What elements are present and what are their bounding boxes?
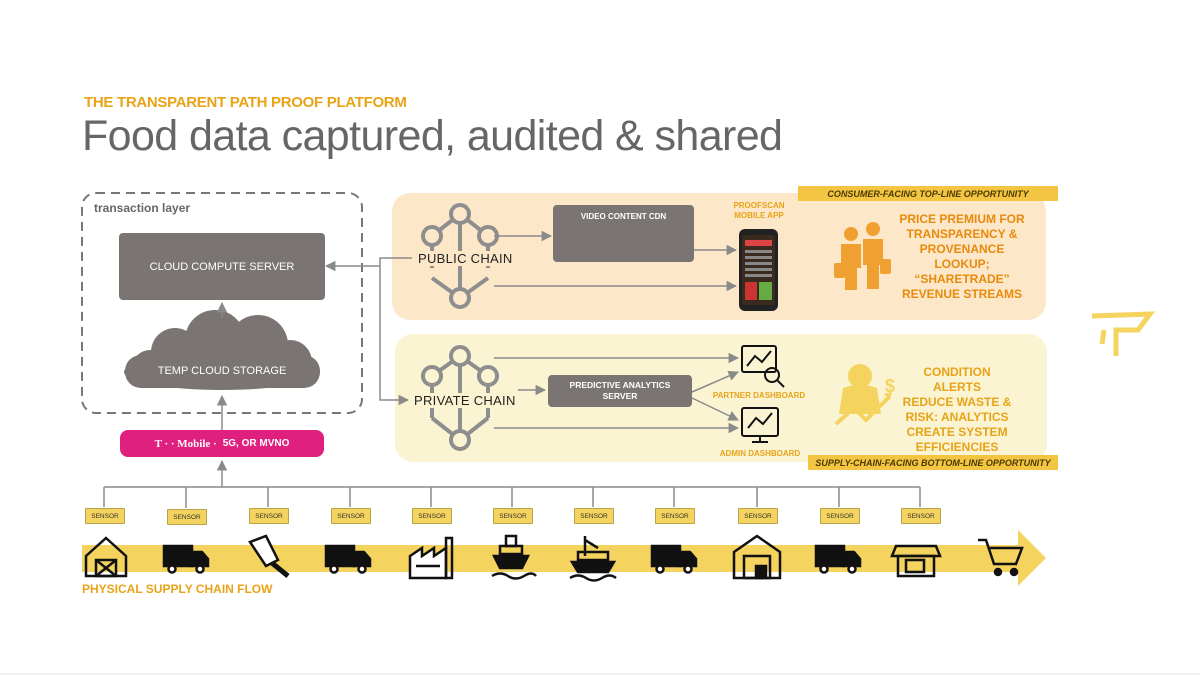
partner-dashboard-icon	[741, 345, 785, 388]
partner-dashboard-label: PARTNER DASHBOARD	[712, 391, 806, 400]
video-content-cdn: VIDEO CONTENT CDN	[553, 205, 694, 262]
farm-barn-icon	[84, 536, 128, 578]
admin-dashboard-label: ADMIN DASHBOARD	[719, 449, 801, 458]
sensor-badge: SENSOR	[820, 508, 860, 524]
cargo-ship-icon	[569, 536, 617, 582]
sensor-badge: SENSOR	[493, 508, 533, 524]
sensor-badge: SENSOR	[412, 508, 452, 524]
temp-cloud-storage-label: TEMP CLOUD STORAGE	[157, 365, 287, 377]
truck-icon	[650, 544, 698, 574]
truck-icon	[324, 544, 372, 574]
sensor-badge: SENSOR	[85, 508, 125, 524]
transparent-path-logo	[1091, 311, 1156, 356]
network-label: 5G, OR MVNO	[222, 438, 290, 449]
svg-text:$: $	[885, 376, 895, 396]
cloud-compute-server: CLOUD COMPUTE SERVER	[119, 233, 325, 300]
sensor-badge: SENSOR	[249, 508, 289, 524]
mobile-phone-icon	[739, 229, 778, 311]
private-chain-label: PRIVATE CHAIN	[412, 393, 518, 408]
sensor-badge: SENSOR	[901, 508, 941, 524]
consumer-benefit-text: PRICE PREMIUM FOR TRANSPARENCY & PROVENA…	[899, 212, 1025, 301]
transaction-layer-label: transaction layer	[94, 201, 191, 215]
proofscan-app-label: PROOFSCAN MOBILE APP	[733, 201, 785, 220]
supply-chain-flow-label: PHYSICAL SUPPLY CHAIN FLOW	[82, 582, 273, 596]
sensor-badge: SENSOR	[738, 508, 778, 524]
supply-opportunity-tag: SUPPLY-CHAIN-FACING BOTTOM-LINE OPPORTUN…	[808, 455, 1058, 470]
ship-icon	[491, 534, 537, 580]
transaction-layer-box	[81, 192, 363, 414]
store-icon	[890, 544, 942, 578]
truck-icon	[814, 544, 862, 574]
truck-icon	[162, 544, 210, 574]
admin-dashboard-icon	[741, 407, 779, 443]
butcher-knife-icon	[248, 534, 290, 578]
public-chain-label: PUBLIC CHAIN	[416, 251, 515, 266]
factory-icon	[408, 536, 454, 580]
tmobile-logo: T · · Mobile ·	[154, 437, 217, 450]
page-title: Food data captured, audited & shared	[82, 112, 783, 160]
sensor-badge: SENSOR	[574, 508, 614, 524]
supply-flow-arrow	[82, 530, 1046, 586]
shoppers-icon	[834, 222, 891, 290]
warehouse-icon	[732, 534, 782, 580]
sensor-badge: SENSOR	[331, 508, 371, 524]
predictive-analytics-server: PREDICTIVE ANALYTICS SERVER	[548, 375, 692, 407]
consumer-opportunity-tag: CONSUMER-FACING TOP-LINE OPPORTUNITY	[798, 186, 1058, 201]
network-pill: T · · Mobile · 5G, OR MVNO	[120, 430, 324, 457]
stage-icons	[84, 534, 1024, 582]
analyst-growth-icon: $	[834, 364, 895, 426]
supply-benefit-text: CONDITION ALERTS REDUCE WASTE & RISK: AN…	[902, 365, 1012, 454]
kicker-title: THE TRANSPARENT PATH PROOF PLATFORM	[84, 94, 407, 111]
cloud-shape	[124, 310, 320, 390]
shopping-cart-icon	[978, 538, 1024, 577]
sensor-badge: SENSOR	[655, 508, 695, 524]
sensor-badge: SENSOR	[167, 509, 207, 525]
